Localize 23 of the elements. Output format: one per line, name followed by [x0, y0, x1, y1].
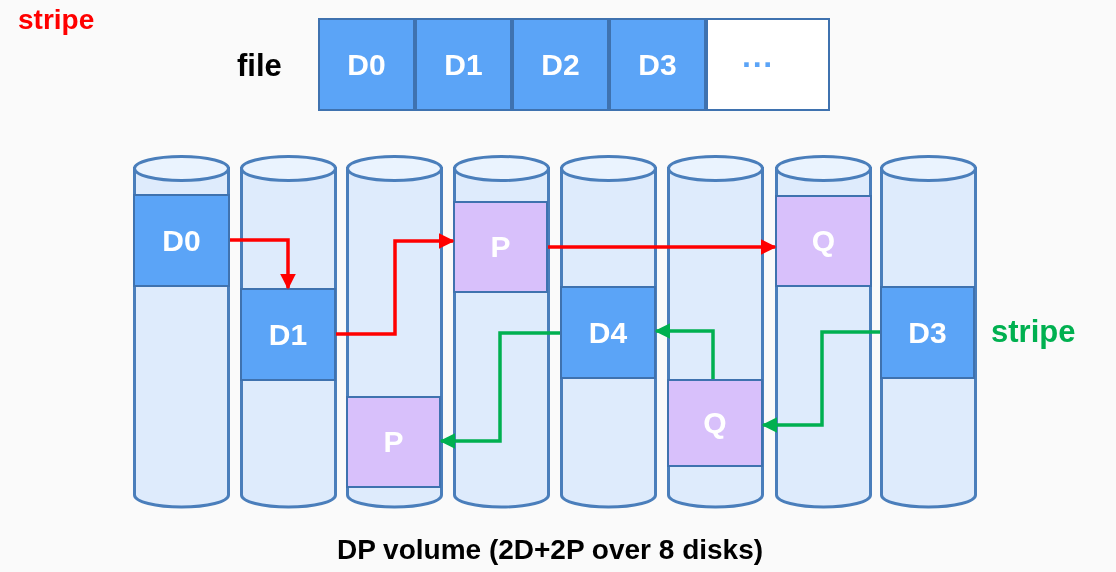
parity-block: Q [667, 379, 763, 467]
data-block: D3 [609, 18, 706, 111]
data-block: ··· [706, 18, 830, 111]
arrow [439, 331, 560, 449]
data-block: D1 [415, 18, 512, 111]
data-block: D4 [560, 286, 656, 379]
parity-block: P [453, 201, 548, 293]
stripe-label: stripe [18, 4, 95, 36]
file-label: file [237, 48, 282, 84]
data-block: D2 [512, 18, 609, 111]
data-block: D0 [133, 194, 230, 287]
arrow [230, 238, 296, 290]
parity-block: Q [775, 195, 872, 287]
data-block: D0 [318, 18, 415, 111]
caption: DP volume (2D+2P over 8 disks) [335, 534, 765, 566]
arrow [761, 330, 880, 433]
stripe-label: stripe [991, 314, 1076, 350]
arrow [548, 239, 777, 255]
data-block: D1 [240, 288, 336, 381]
arrow [336, 233, 455, 336]
parity-block: P [346, 396, 441, 488]
arrow [654, 323, 715, 379]
data-block: D3 [880, 286, 975, 379]
